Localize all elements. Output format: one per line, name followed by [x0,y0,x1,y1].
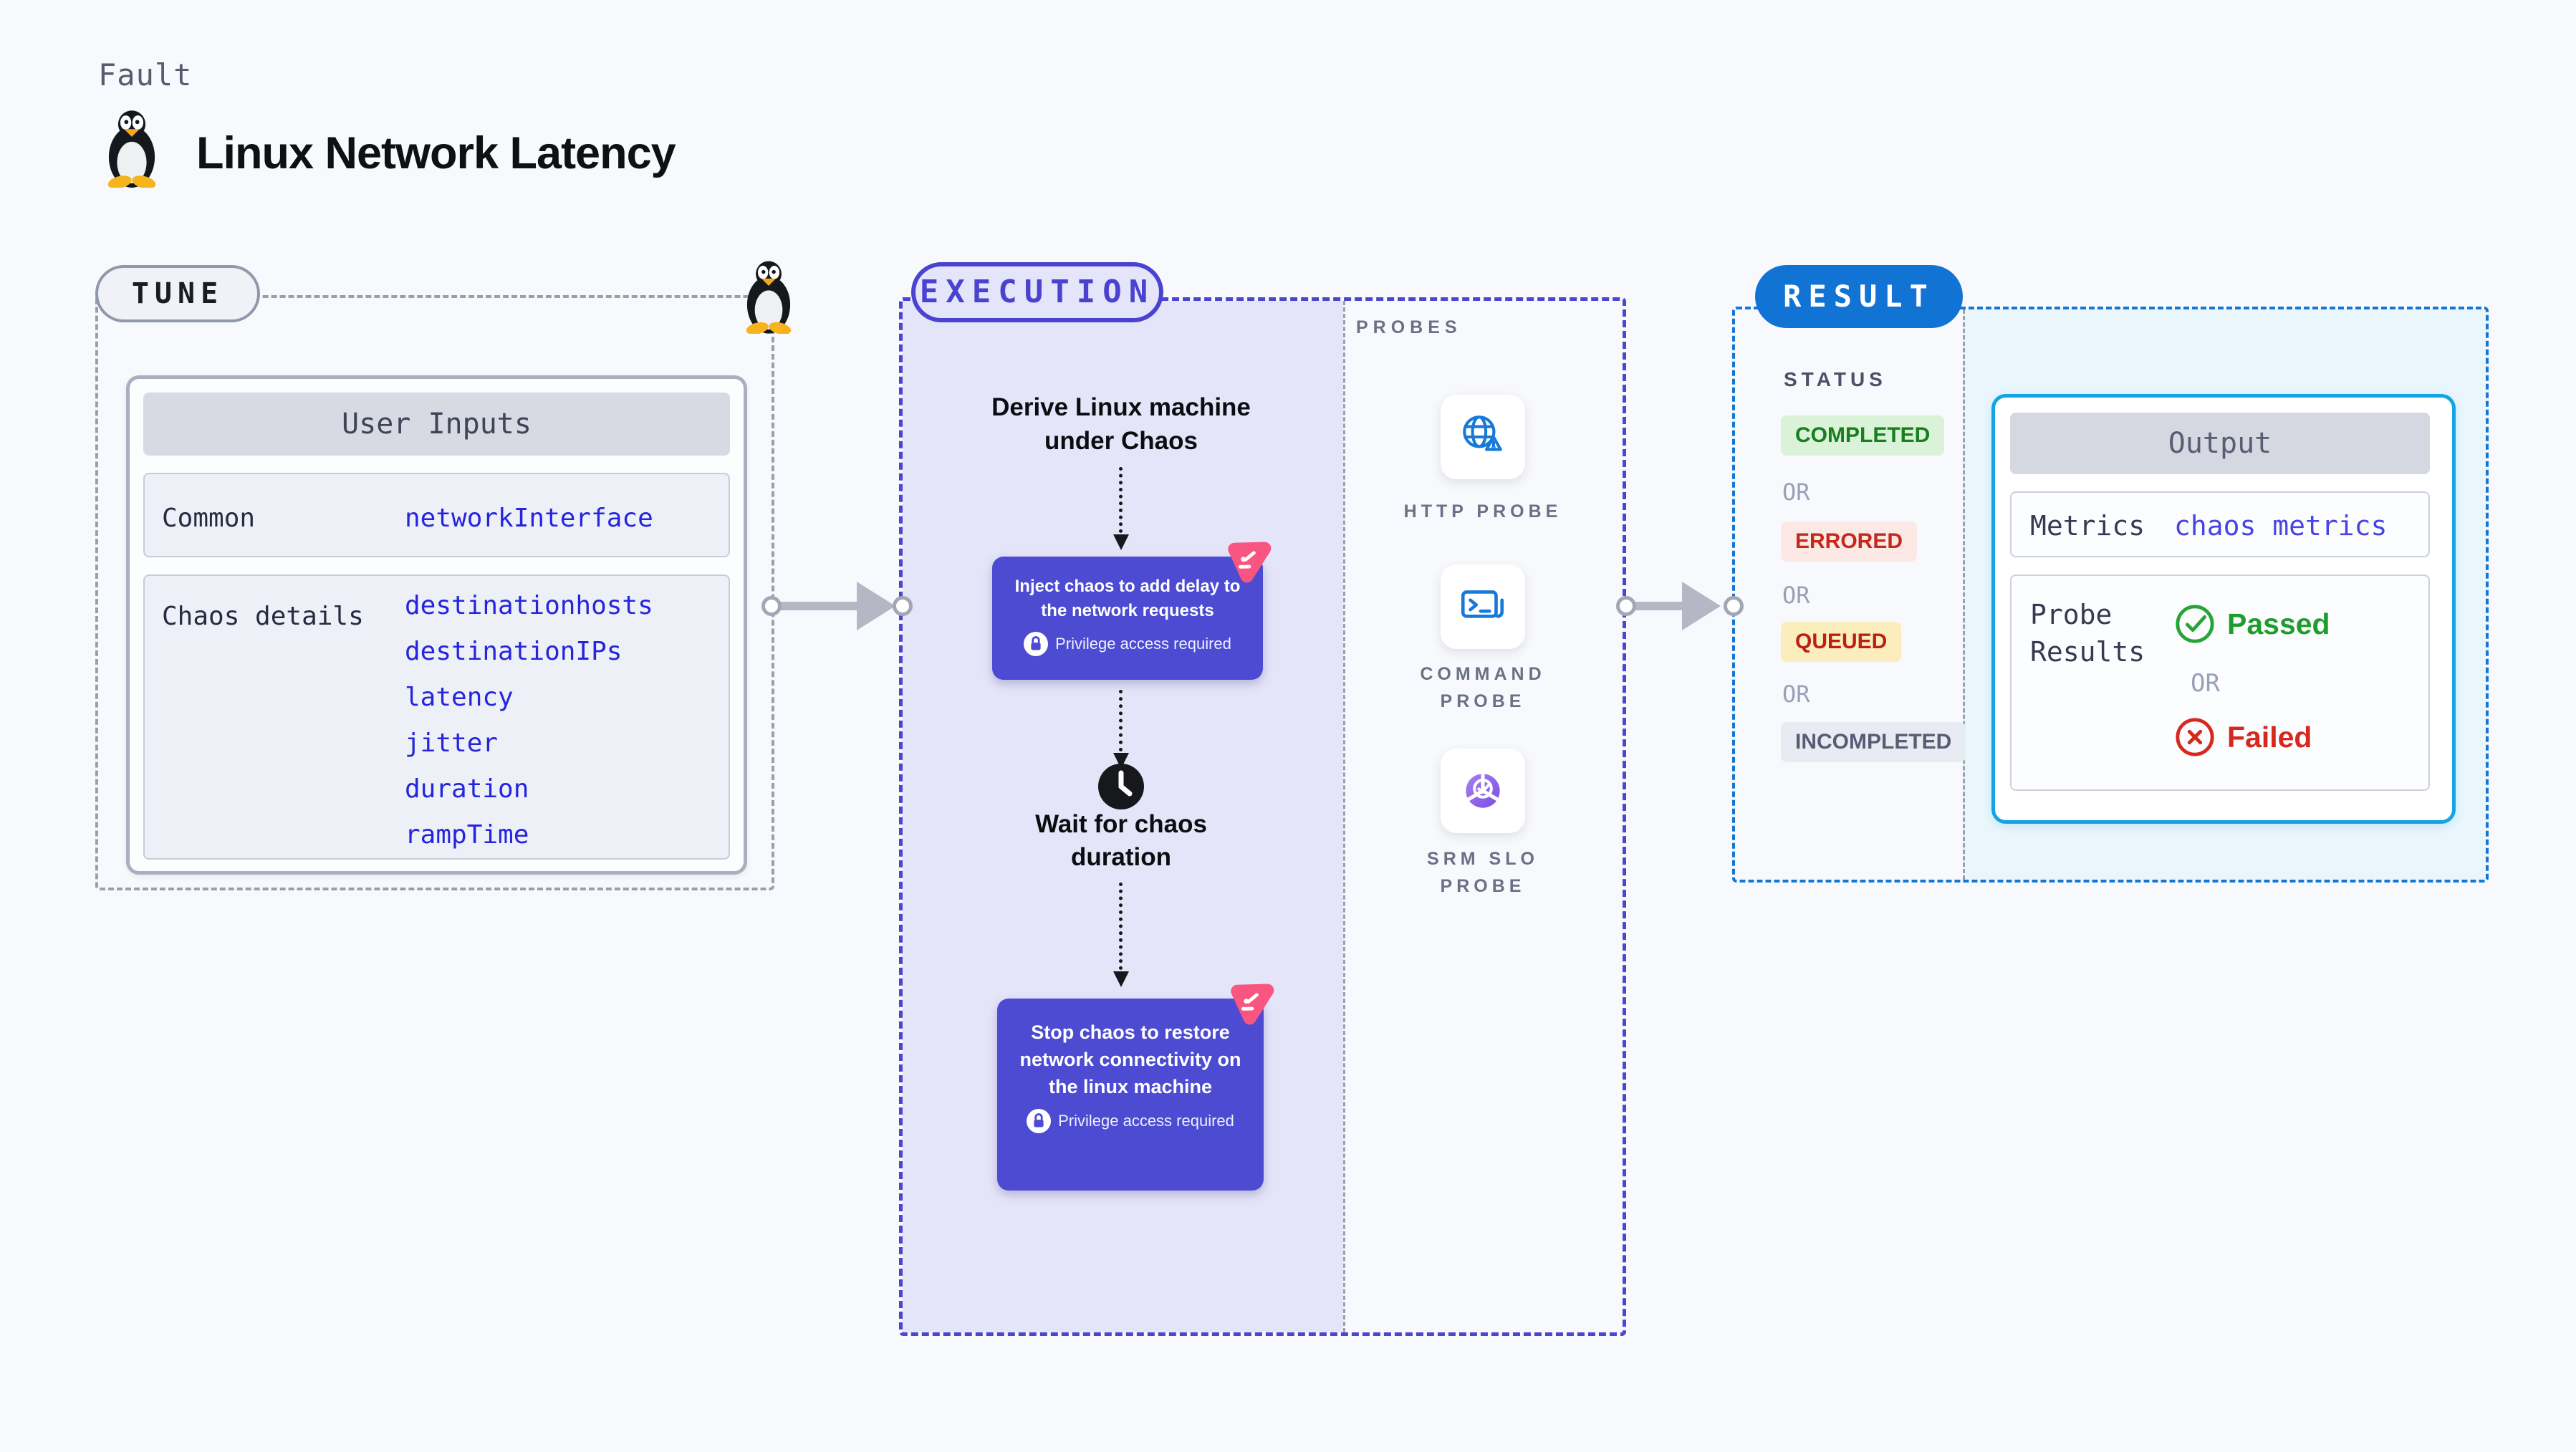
stop-step-text: Stop chaos to restore network connectivi… [1019,1021,1241,1097]
fault-kicker: Fault [98,57,193,92]
wait-step-text: Wait for chaos duration [1035,810,1207,871]
connector-node [761,596,782,616]
x-circle-icon [2176,718,2214,756]
terminal-icon [1461,590,1504,618]
status-heading: STATUS [1784,368,1887,390]
arrow-line [1626,602,1688,610]
http-probe-label: HTTP PROBE [1403,501,1562,521]
result-dashed-frame [1732,307,2489,883]
srm-slo-probe-card [1441,749,1525,833]
lock-icon [1024,632,1049,656]
status-badge-completed: COMPLETED [1781,415,1945,456]
or-separator: OR [1782,479,1810,506]
dotted-arrow-head-icon [1113,534,1129,550]
clock-icon [1098,764,1144,809]
chaos-value: destinationIPs [405,637,623,666]
tune-dashed-frame [95,295,774,890]
tux-penguin-icon [106,110,158,188]
dotted-arrow-head-icon [1113,971,1129,987]
srm-slo-probe-label: SRM SLO PROBE [1427,849,1539,896]
connector-node [1724,596,1744,616]
globe-warning-icon [1463,415,1502,451]
or-separator: OR [2191,669,2220,698]
command-probe-card [1441,564,1525,649]
stop-chaos-step: Stop chaos to restore network connectivi… [997,999,1264,1191]
passed-result: Passed [2174,603,2330,645]
connector-node [893,596,913,616]
page-title: Linux Network Latency [196,128,676,178]
failed-result: Failed [2174,716,2312,758]
passed-label: Passed [2227,607,2330,640]
chaos-details-label: Chaos details [162,602,364,631]
chaos-value: rampTime [405,820,529,850]
chaos-details-row [143,574,730,860]
chaos-details-values: destinationhosts destinationIPs latency … [405,591,653,866]
arrow-head-icon [857,582,895,630]
common-row [143,473,730,557]
tux-corner-icon [745,261,792,334]
privilege-note: Privilege access required [1058,1112,1234,1130]
probes-heading: PROBES [1356,317,1462,337]
chaos-value: jitter [405,729,499,758]
derive-step-text: Derive Linux machine under Chaos [991,393,1251,455]
execution-dashed-frame [899,297,1626,1336]
privilege-note: Privilege access required [1055,635,1231,653]
dotted-arrow-line [1119,690,1123,751]
connector-node [1616,596,1636,616]
result-badge: RESULT [1755,265,1963,328]
status-badge-queued: QUEUED [1781,622,1902,662]
dotted-arrow-line [1119,467,1123,533]
chaos-spark-icon [1221,976,1277,1032]
metrics-label: Metrics [2030,510,2145,542]
metrics-row [2010,491,2430,557]
command-probe-label: COMMAND PROBE [1420,664,1546,711]
execution-probes-divider [1343,301,1345,1332]
output-title: Output [2010,413,2430,474]
check-circle-icon [2176,605,2214,643]
probe-results-row [2010,574,2430,791]
lock-icon [1027,1109,1052,1133]
or-separator: OR [1782,582,1810,609]
execution-badge: EXECUTION [911,262,1163,322]
or-separator: OR [1782,681,1810,708]
status-output-divider [1963,309,1965,880]
status-badge-errored: ERRORED [1781,521,1918,562]
metrics-value: chaos metrics [2174,510,2388,542]
common-value: networkInterface [405,504,653,533]
inject-chaos-step: Inject chaos to add delay to the network… [992,557,1263,680]
chaos-value: latency [405,683,514,712]
chaos-value: destinationhosts [405,591,653,620]
slo-pie-icon [1466,772,1500,808]
probe-results-label: Probe Results [2030,599,2145,668]
chaos-value: duration [405,774,529,804]
http-probe-card [1441,395,1525,479]
status-badge-incompleted: INCOMPLETED [1781,722,1966,762]
failed-label: Failed [2227,720,2312,754]
chaos-spark-icon [1218,534,1274,590]
user-inputs-title: User Inputs [143,393,730,456]
tune-badge: TUNE [95,265,260,322]
dotted-arrow-line [1119,883,1123,970]
common-label: Common [162,504,256,533]
arrow-head-icon [1682,582,1721,630]
arrow-line [772,602,865,610]
inject-step-text: Inject chaos to add delay to the network… [1014,577,1241,620]
